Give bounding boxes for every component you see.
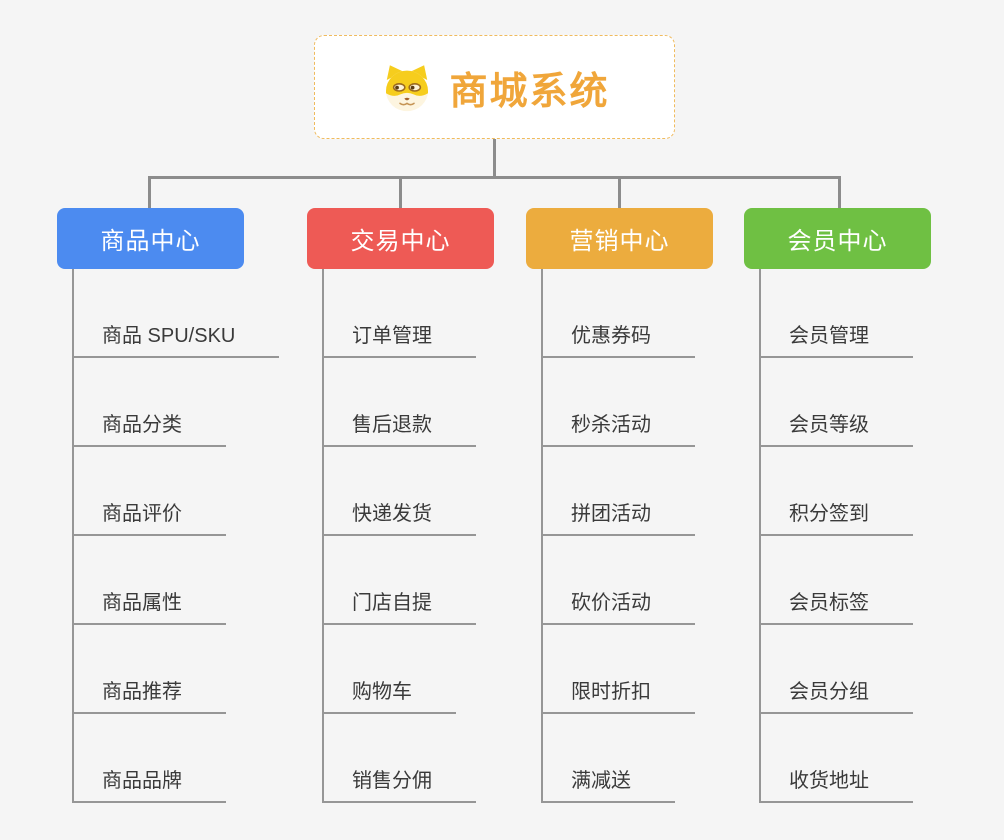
node-store-pickup[interactable]: 门店自提: [324, 536, 476, 625]
branch-member-center: 会员中心 会员管理 会员等级 积分签到 会员标签 会员分组 收货地址: [744, 208, 931, 803]
node-label: 会员标签: [761, 586, 913, 625]
branch-header-marketing-center[interactable]: 营销中心: [526, 208, 713, 269]
node-label: 限时折扣: [543, 675, 695, 714]
node-sales-commission[interactable]: 销售分佣: [324, 714, 476, 803]
node-label: 拼团活动: [543, 497, 695, 536]
node-label: 商品评价: [74, 497, 226, 536]
node-product-spu-sku[interactable]: 商品 SPU/SKU: [74, 269, 280, 358]
connector-drop-trade: [399, 176, 402, 209]
branch-header-product-center[interactable]: 商品中心: [57, 208, 244, 269]
node-label: 砍价活动: [543, 586, 695, 625]
connector-drop-marketing: [618, 176, 621, 209]
branch-trade-center: 交易中心 订单管理 售后退款 快递发货 门店自提 购物车 销售分佣: [307, 208, 494, 803]
connector-drop-products: [148, 176, 151, 209]
node-express-shipping[interactable]: 快递发货: [324, 447, 476, 536]
node-member-groups[interactable]: 会员分组: [761, 625, 913, 714]
node-limited-time-discount[interactable]: 限时折扣: [543, 625, 695, 714]
node-member-level[interactable]: 会员等级: [761, 358, 913, 447]
branch-children-marketing-center: 优惠券码 秒杀活动 拼团活动 砍价活动 限时折扣 满减送: [541, 269, 695, 803]
branch-children-product-center: 商品 SPU/SKU 商品分类 商品评价 商品属性 商品推荐 商品品牌: [72, 269, 280, 803]
node-points-checkin[interactable]: 积分签到: [761, 447, 913, 536]
node-label: 商品分类: [74, 408, 226, 447]
node-product-recommend[interactable]: 商品推荐: [74, 625, 279, 714]
node-product-category[interactable]: 商品分类: [74, 358, 279, 447]
branch-product-center: 商品中心 商品 SPU/SKU 商品分类 商品评价 商品属性 商品推荐 商品品牌: [57, 208, 280, 803]
root-node-mall-system[interactable]: 商城系统: [314, 35, 675, 139]
node-label: 订单管理: [324, 319, 476, 358]
doge-icon: [386, 65, 429, 112]
node-product-review[interactable]: 商品评价: [74, 447, 279, 536]
node-label: 会员分组: [761, 675, 913, 714]
node-label: 收货地址: [761, 764, 913, 803]
node-product-attribute[interactable]: 商品属性: [74, 536, 279, 625]
node-aftersale-refund[interactable]: 售后退款: [324, 358, 476, 447]
connector-drop-members: [838, 176, 841, 209]
node-label: 售后退款: [324, 408, 476, 447]
node-label: 商品推荐: [74, 675, 226, 714]
node-order-management[interactable]: 订单管理: [324, 269, 476, 358]
node-coupon-codes[interactable]: 优惠券码: [543, 269, 695, 358]
node-label: 积分签到: [761, 497, 913, 536]
connector-horizontal-bar: [148, 176, 840, 179]
node-group-buying[interactable]: 拼团活动: [543, 447, 695, 536]
node-label: 会员等级: [761, 408, 913, 447]
node-label: 商品属性: [74, 586, 226, 625]
node-shopping-cart[interactable]: 购物车: [324, 625, 476, 714]
node-label: 门店自提: [324, 586, 476, 625]
node-label: 商品 SPU/SKU: [74, 319, 280, 358]
node-bargain-activity[interactable]: 砍价活动: [543, 536, 695, 625]
connector-root-stem: [493, 139, 496, 177]
branch-marketing-center: 营销中心 优惠券码 秒杀活动 拼团活动 砍价活动 限时折扣 满减送: [526, 208, 713, 803]
node-label: 销售分佣: [324, 764, 476, 803]
branch-header-trade-center[interactable]: 交易中心: [307, 208, 494, 269]
node-label: 商品品牌: [74, 764, 226, 803]
node-label: 秒杀活动: [543, 408, 695, 447]
node-label: 购物车: [324, 675, 456, 714]
branch-children-trade-center: 订单管理 售后退款 快递发货 门店自提 购物车 销售分佣: [322, 269, 476, 803]
node-member-management[interactable]: 会员管理: [761, 269, 913, 358]
node-label: 满减送: [543, 764, 675, 803]
node-label: 会员管理: [761, 319, 913, 358]
branch-header-member-center[interactable]: 会员中心: [744, 208, 931, 269]
node-label: 快递发货: [324, 497, 476, 536]
node-label: 优惠券码: [543, 319, 695, 358]
node-member-tags[interactable]: 会员标签: [761, 536, 913, 625]
node-flash-sale[interactable]: 秒杀活动: [543, 358, 695, 447]
root-node-title: 商城系统: [449, 70, 610, 113]
branch-children-member-center: 会员管理 会员等级 积分签到 会员标签 会员分组 收货地址: [759, 269, 913, 803]
node-product-brand[interactable]: 商品品牌: [74, 714, 279, 803]
node-shipping-address[interactable]: 收货地址: [761, 714, 913, 803]
node-spend-and-save[interactable]: 满减送: [543, 714, 695, 803]
